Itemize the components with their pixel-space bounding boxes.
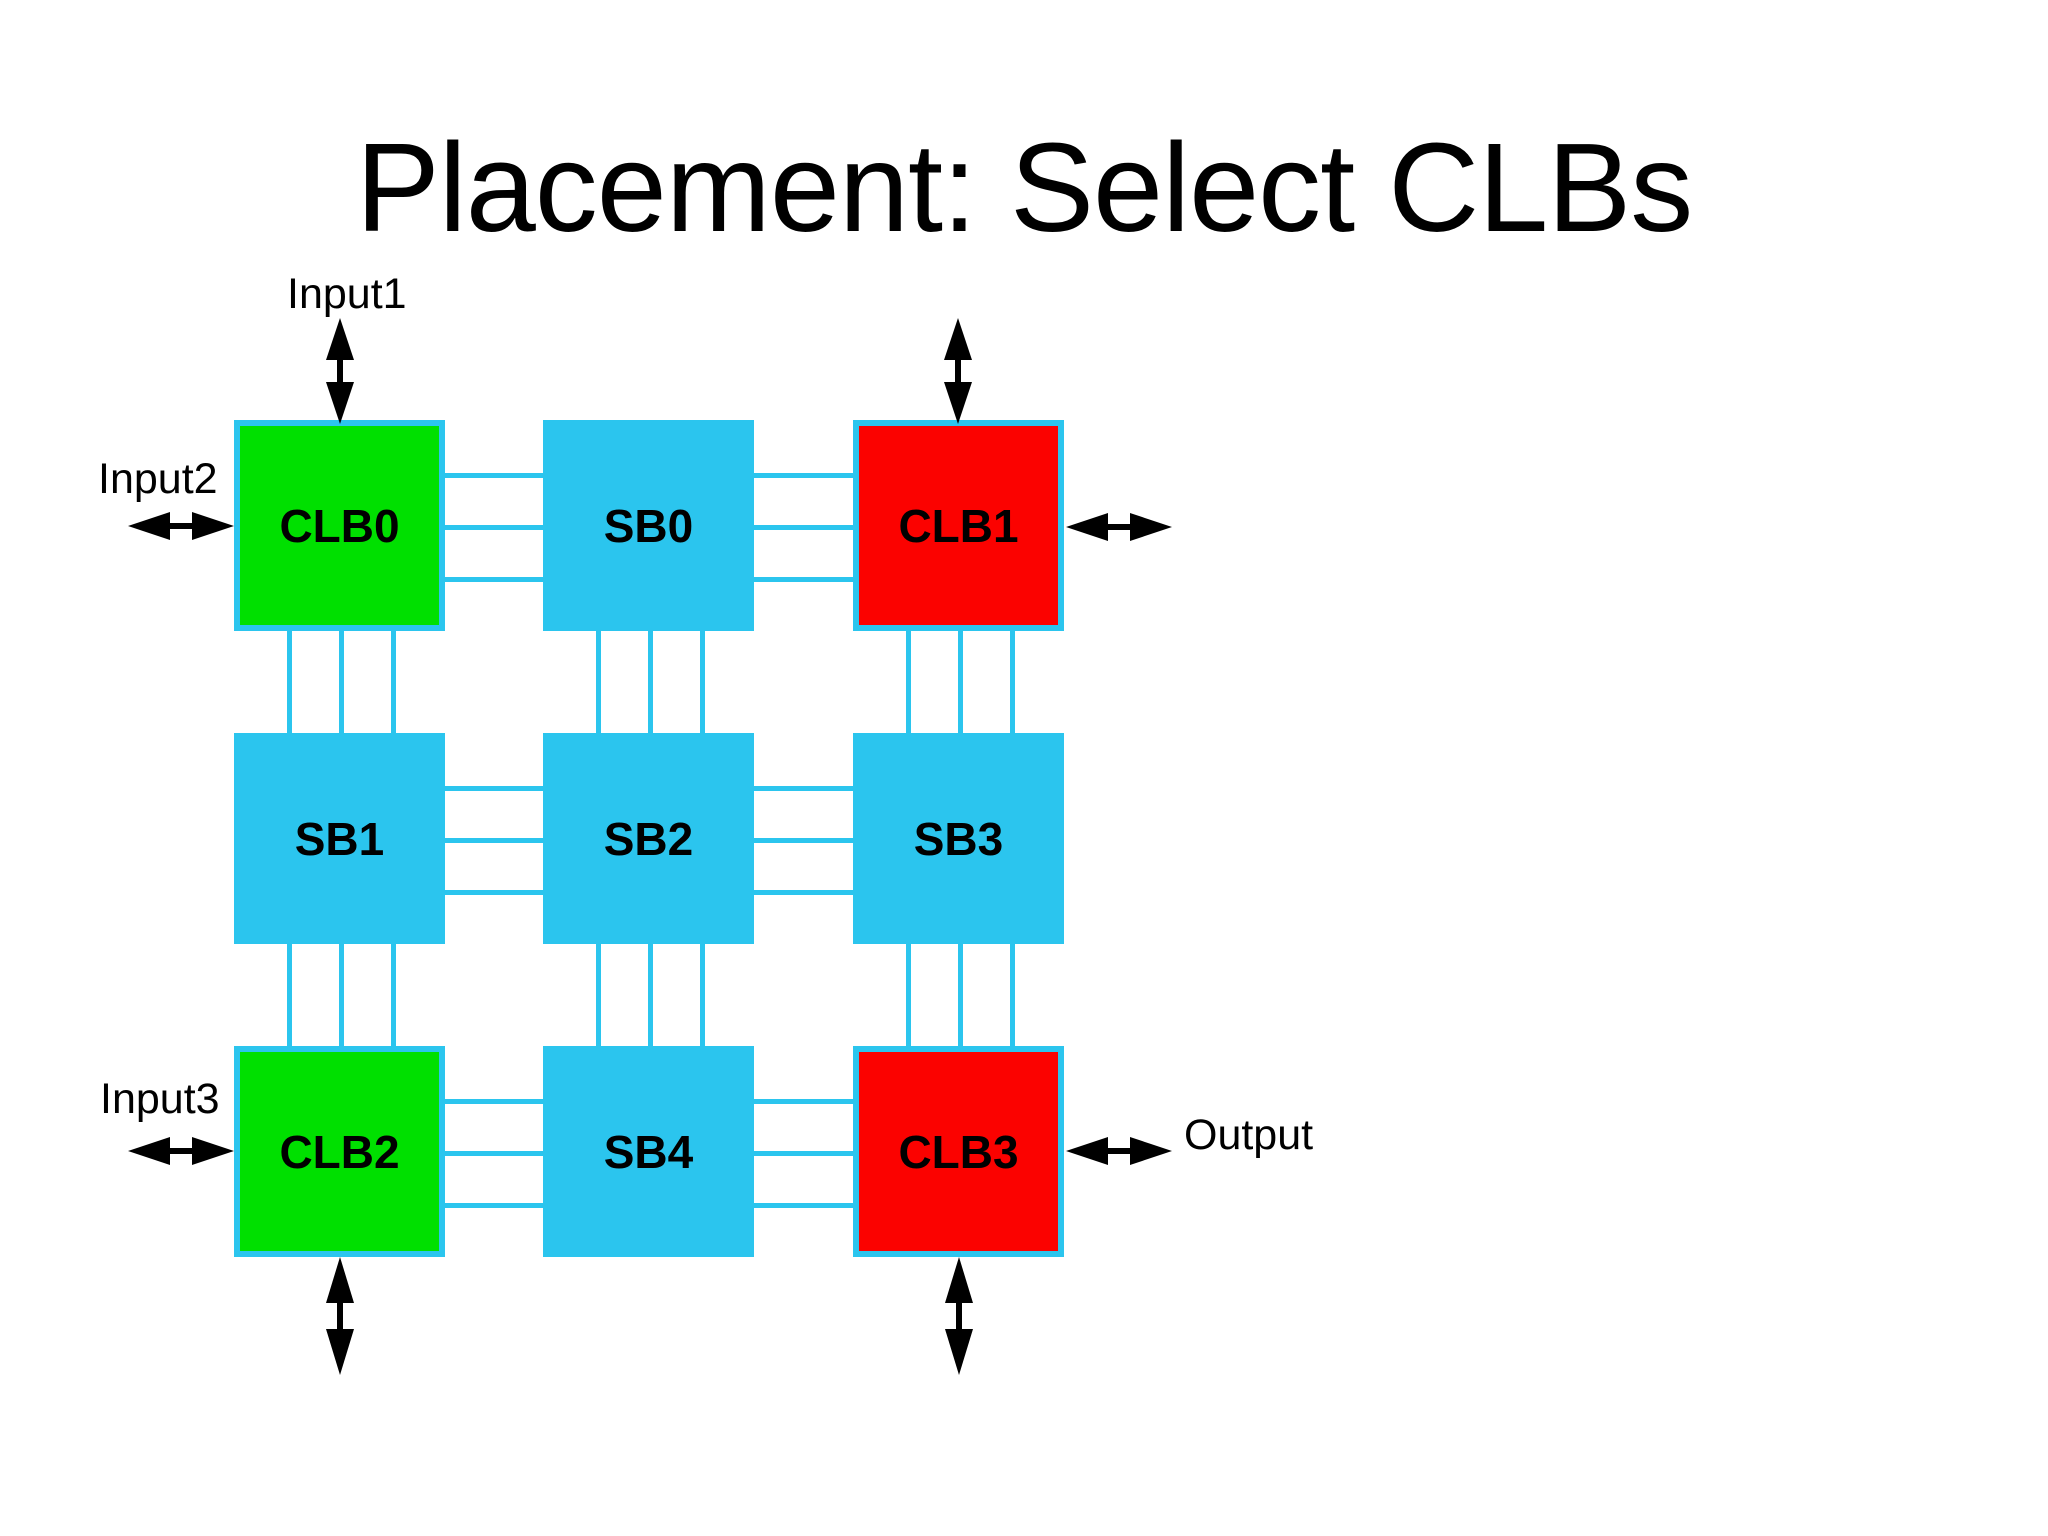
block-sb0-label: SB0 [603,499,694,552]
block-sb4: SB4 [543,1046,754,1257]
block-sb1-label: SB1 [294,812,385,865]
wire-segment [906,631,911,733]
output-arrow [1066,1137,1172,1165]
wire-segment [445,838,543,843]
wire-segment [700,631,705,733]
wire-segment [391,944,396,1046]
block-sb0: SB0 [543,420,754,631]
block-clb0-label: CLB0 [279,499,400,552]
slide-title: Placement: Select CLBs [355,117,1694,258]
block-clb2-label: CLB2 [279,1125,400,1178]
block-clb3: CLB3 [853,1046,1064,1257]
wire-segment [754,1099,853,1104]
block-sb4-label: SB4 [603,1125,694,1178]
block-clb3-label: CLB3 [898,1125,1019,1178]
input1-label: Input1 [287,270,407,318]
input2-label: Input2 [98,455,218,503]
input3-arrow [128,1137,234,1165]
clb2-bottom-arrow [326,1257,354,1375]
wire-segment [754,1203,853,1208]
wire-segment [754,786,853,791]
block-clb0: CLB0 [234,420,445,631]
wire-segment [339,944,344,1046]
input2-arrow [128,512,234,540]
wire-segment [445,890,543,895]
wire-segment [958,944,963,1046]
clb3-bottom-arrow [945,1257,973,1375]
wire-segment [754,838,853,843]
wire-segment [596,944,601,1046]
wire-segment [754,1151,853,1156]
wire-segment [1010,944,1015,1046]
wire-segment [287,944,292,1046]
block-clb2: CLB2 [234,1046,445,1257]
wire-segment [445,786,543,791]
wire-segment [445,577,543,582]
clb1-right-arrow [1066,513,1172,541]
block-clb1: CLB1 [853,420,1064,631]
wire-segment [754,525,853,530]
wire-segment [287,631,292,733]
wire-segment [596,631,601,733]
wire-segment [648,631,653,733]
block-sb1: SB1 [234,733,445,944]
input1-arrow [326,318,354,424]
block-sb3-label: SB3 [913,812,1004,865]
wire-segment [754,890,853,895]
wire-segment [754,473,853,478]
block-clb1-label: CLB1 [898,499,1019,552]
wire-segment [754,577,853,582]
wire-segment [339,631,344,733]
wire-segment [906,944,911,1046]
output-label: Output [1184,1111,1314,1159]
block-sb2-label: SB2 [603,812,694,865]
clb1-top-arrow [944,318,972,424]
wire-segment [700,944,705,1046]
block-sb3: SB3 [853,733,1064,944]
wire-segment [445,1203,543,1208]
wire-segment [1010,631,1015,733]
wire-segment [648,944,653,1046]
wire-segment [445,1151,543,1156]
wire-segment [391,631,396,733]
wire-segment [445,473,543,478]
wire-segment [445,1099,543,1104]
input3-label: Input3 [100,1075,220,1123]
block-sb2: SB2 [543,733,754,944]
wire-segment [958,631,963,733]
wire-segment [445,525,543,530]
